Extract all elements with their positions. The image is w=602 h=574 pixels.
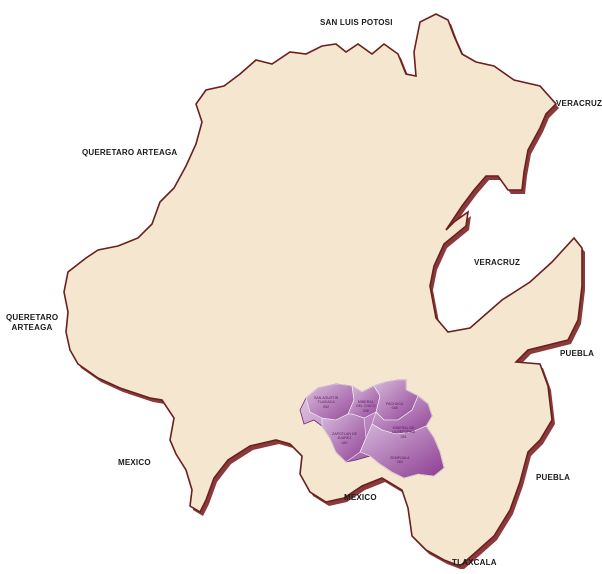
label-m6-l1: ZEMPOALA <box>390 456 410 460</box>
label-tlaxcala: TLAXCALA <box>452 558 497 567</box>
label-veracruz-ne: VERACRUZ <box>556 99 602 108</box>
label-m4-l3: 082 <box>341 440 348 445</box>
label-queretaro-w: QUERETARO ARTEAGA <box>6 313 58 333</box>
label-m2-l1: MINERAL <box>357 400 374 404</box>
label-san-luis-potosi: SAN LUIS POTOSI <box>320 18 393 27</box>
label-m2-l2: DEL CHICO <box>356 404 376 409</box>
hidalgo-state <box>63 13 583 567</box>
label-muni-mineral-del-chico: MINERAL DEL CHICO 038 <box>356 400 375 413</box>
label-muni-pachuca: PACHUCA 048 <box>386 402 403 411</box>
label-queretaro-n: QUERETARO ARTEAGA <box>82 148 178 157</box>
label-m3-l1: PACHUCA <box>386 402 404 406</box>
label-m5-l2: LA REFORMA <box>392 430 416 435</box>
label-muni-san-agustin: SAN AGUSTIN TLAXIACA 052 <box>314 396 338 409</box>
label-m1-l2: TLAXIACA <box>317 400 335 405</box>
label-m5-l1: MINERAL DE <box>392 426 415 430</box>
label-m4-l1: ZAPOTLAN DE <box>332 432 357 436</box>
label-m4-l2: JUAREZ <box>337 436 352 441</box>
label-m2-l3: 038 <box>362 408 369 413</box>
label-m5-l3: 051 <box>400 434 407 439</box>
highlighted-region <box>299 379 445 479</box>
municipality-mineral-del-chico[interactable] <box>347 385 381 419</box>
label-mexico-sw: MEXICO <box>118 458 151 467</box>
label-puebla-e1: PUEBLA <box>560 349 595 358</box>
label-queretaro-w-line2: ARTEAGA <box>11 323 53 332</box>
label-m6-l2: 083 <box>396 460 403 465</box>
municipality-zempoala[interactable] <box>359 423 445 479</box>
label-mexico-s: MEXICO <box>344 493 377 502</box>
label-muni-zapotlan: ZAPOTLAN DE JUAREZ 082 <box>332 432 357 445</box>
label-puebla-e2: PUEBLA <box>536 473 571 482</box>
label-muni-zempoala: ZEMPOALA 083 <box>390 456 410 465</box>
label-m1-l1: SAN AGUSTIN <box>314 396 339 400</box>
label-queretaro-w-line1: QUERETARO <box>6 313 59 322</box>
label-m3-l2: 048 <box>391 406 398 411</box>
label-m1-l3: 052 <box>323 404 330 409</box>
label-veracruz-e: VERACRUZ <box>474 258 521 267</box>
label-muni-mineral-reforma: MINERAL DE LA REFORMA 051 <box>392 426 415 439</box>
